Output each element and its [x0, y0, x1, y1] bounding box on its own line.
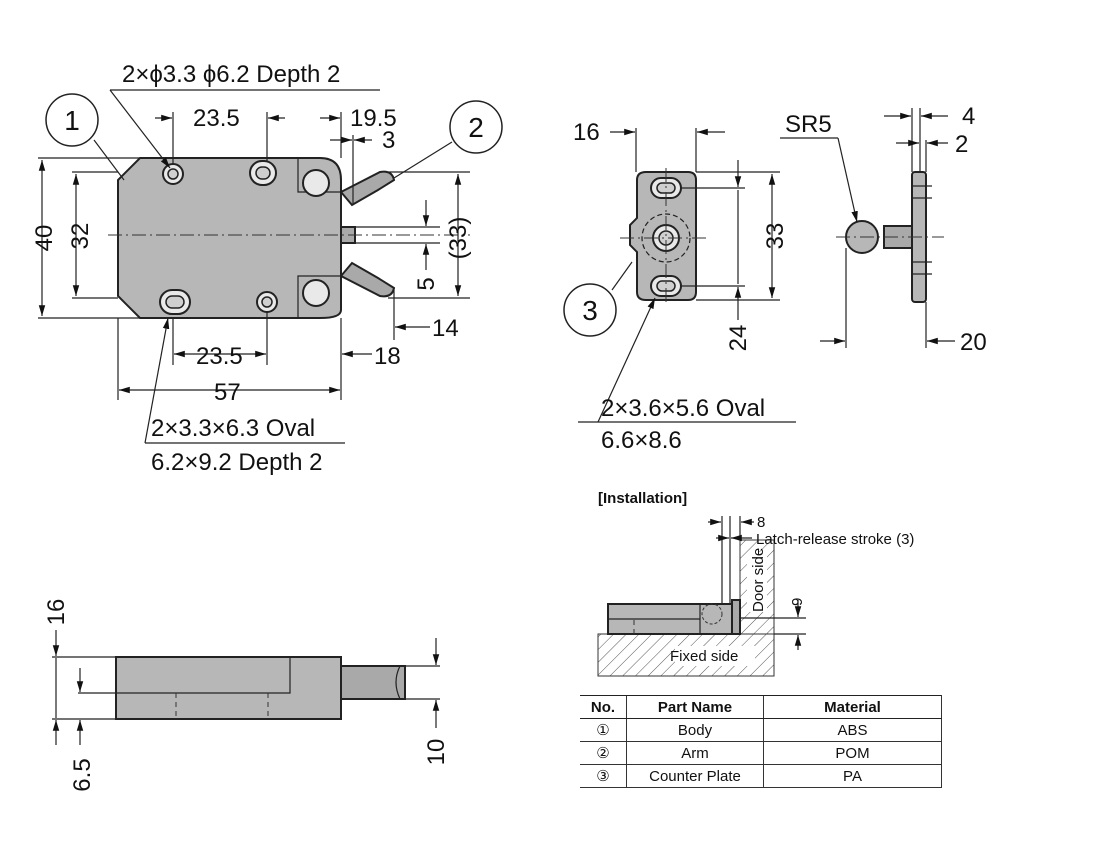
counter-oval-note-1: 2×3.6×5.6 Oval: [601, 395, 765, 422]
callout-circle-arm: [449, 100, 503, 154]
dim-57: 57: [214, 379, 241, 406]
counter-dim-33: 33: [762, 223, 789, 250]
counter-dim-24: 24: [725, 325, 752, 352]
install-dim-8: 8: [757, 514, 765, 531]
table-row: ① Body ABS: [580, 718, 942, 742]
dim-5: 5: [413, 277, 440, 290]
callout-plate: 3: [582, 295, 598, 326]
bottom-dim-10: 10: [423, 739, 450, 766]
dim-3: 3: [382, 127, 395, 154]
front-view: 1 2 2×ϕ3.3 ϕ6.2 Depth 2 23.5 19.5 3 40 3…: [31, 61, 503, 476]
fixed-side-label: Fixed side: [670, 648, 738, 665]
header-material: Material: [763, 695, 942, 719]
counter-oval-note-2: 6.6×8.6: [601, 427, 682, 454]
oval-note-2: 6.2×9.2 Depth 2: [151, 449, 322, 476]
dim-19-5: 19.5: [350, 105, 397, 132]
dim-18: 18: [374, 343, 401, 370]
table-row: ② Arm POM: [580, 741, 942, 765]
table-row: ③ Counter Plate PA: [580, 764, 942, 788]
latch-body: [117, 157, 342, 319]
header-part-name: Part Name: [626, 695, 764, 719]
arm-lower: [339, 261, 396, 298]
hole-note: 2×ϕ3.3 ϕ6.2 Depth 2: [122, 61, 340, 88]
bottom-dim-16: 16: [43, 599, 70, 626]
row-part-name: Counter Plate: [626, 764, 764, 788]
side-dim-sr5: SR5: [785, 111, 832, 138]
installation-title: [Installation]: [598, 490, 687, 507]
callout-circle-plate: [563, 283, 617, 337]
callout-arm: 2: [468, 112, 484, 143]
side-dim-4: 4: [962, 103, 975, 130]
parts-table: No. Part Name Material ① Body ABS ② Arm …: [580, 695, 942, 788]
row-part-name: Arm: [626, 741, 764, 765]
dim-32: 32: [67, 223, 94, 250]
mount-hole-lower-right: [302, 279, 330, 307]
dim-pitch-top: 23.5: [193, 105, 240, 132]
mount-hole-upper-right: [302, 169, 330, 197]
counter-ball-socket: [641, 213, 691, 263]
table-header-row: No. Part Name Material: [580, 695, 942, 719]
install-ball: [701, 603, 723, 625]
row-part-name: Body: [626, 718, 764, 742]
bottom-arm: [340, 665, 406, 700]
door-side-label: Door side: [750, 548, 767, 612]
side-view: SR5 4 2 20: [780, 103, 987, 356]
counter-dim-16: 16: [573, 119, 600, 146]
installation-diagram: [Installation] Fixed side Door side 8 La…: [597, 490, 914, 677]
counter-plate-view: 3 16 33 24 2×3.6×5.6 Oval 6.6×8.6: [563, 119, 796, 454]
dim-40: 40: [31, 225, 58, 252]
callout-circle-body: [45, 93, 99, 147]
bottom-dim-6-5: 6.5: [69, 758, 96, 791]
oval-note-1: 2×3.3×6.3 Oval: [151, 415, 315, 442]
callout-body: 1: [64, 105, 80, 136]
row-material: ABS: [763, 718, 942, 742]
dim-14: 14: [432, 315, 459, 342]
arm-upper: [339, 170, 396, 207]
install-dim-9: 9: [789, 598, 806, 606]
stroke-label: Latch-release stroke (3): [756, 531, 914, 548]
row-material: POM: [763, 741, 942, 765]
bottom-body: [115, 656, 342, 720]
row-no: ③: [580, 764, 627, 788]
header-no: No.: [580, 695, 627, 719]
row-no: ②: [580, 741, 627, 765]
side-dim-20: 20: [960, 329, 987, 356]
dim-pitch-bottom: 23.5: [196, 343, 243, 370]
row-no: ①: [580, 718, 627, 742]
side-dim-2: 2: [955, 131, 968, 158]
bottom-view: 16 6.5 10: [43, 599, 450, 792]
dim-33-ref: (33): [445, 217, 472, 260]
row-material: PA: [763, 764, 942, 788]
